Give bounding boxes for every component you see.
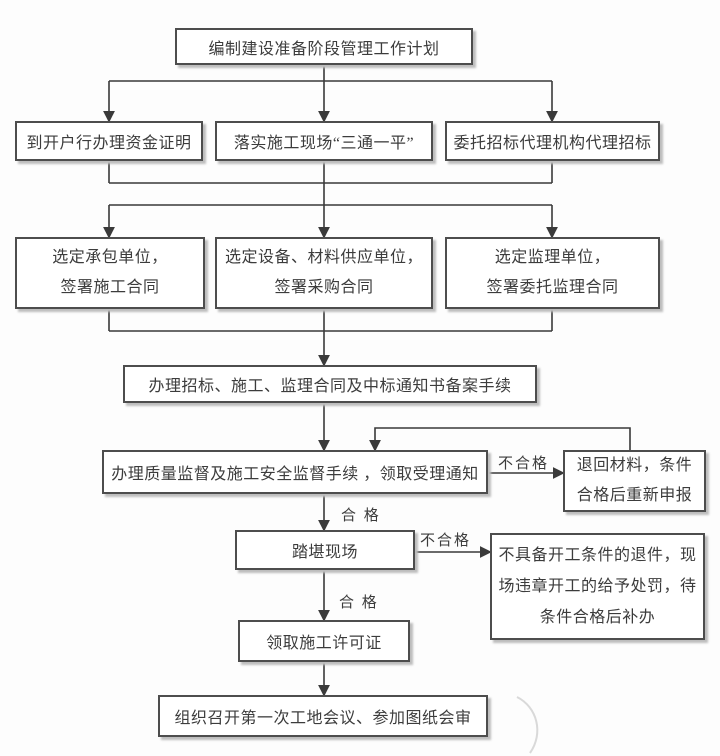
node-plan: 编制建设准备阶段管理工作计划	[175, 28, 473, 65]
node-contractor-line2: 签署施工合同	[60, 279, 160, 296]
edge-feedback-resubmit	[369, 427, 631, 452]
node-reject-penalty-line1: 不具备开工条件的退件，现	[498, 547, 697, 564]
node-permit-label: 领取施工许可证	[266, 635, 382, 652]
node-permit: 领取施工许可证	[238, 620, 410, 662]
node-quality-safety-label: 办理质量监督及施工安全监督手续 ，领取受理通知	[111, 466, 479, 483]
node-reject-penalty-line2: 场违章开工的给予处罚，待	[498, 578, 697, 595]
node-fund-cert: 到开户行办理资金证明	[15, 121, 203, 161]
merge-row3-to-filing	[108, 309, 553, 367]
node-first-meeting: 组织召开第一次工地会议、参加图纸会审	[158, 695, 488, 737]
node-first-meeting-label: 组织召开第一次工地会议、参加图纸会审	[174, 710, 472, 727]
node-supervisor: 选定监理单位， 签署委托监理合同	[445, 237, 660, 309]
node-contractor-line1: 选定承包单位，	[52, 249, 168, 266]
node-supplier-line1: 选定设备、材料供应单位，	[224, 249, 423, 266]
node-return-materials-line2: 合格后重新申报	[576, 487, 693, 504]
node-supplier: 选定设备、材料供应单位， 签署采购合同	[215, 237, 433, 309]
node-return-materials-line1: 退回材料，条件	[576, 457, 693, 474]
node-site-survey-label: 踏堪现场	[291, 544, 358, 561]
node-filing: 办理招标、施工、监理合同及中标通知书备案手续	[123, 365, 537, 403]
node-plan-label: 编制建设准备阶段管理工作计划	[208, 40, 440, 58]
node-reject-penalty-line3: 条件合格后补办	[539, 609, 656, 626]
node-filing-label: 办理招标、施工、监理合同及中标通知书备案手续	[148, 378, 512, 395]
node-supervisor-line2: 签署委托监理合同	[486, 279, 619, 296]
node-site-prep: 落实施工现场“三通一平”	[215, 121, 433, 161]
node-contractor: 选定承包单位， 签署施工合同	[15, 237, 205, 309]
node-supplier-line2: 签署采购合同	[274, 279, 374, 296]
node-reject-penalty: 不具备开工条件的退件，现 场违章开工的给予处罚，待 条件合格后补办	[490, 533, 705, 640]
node-quality-safety: 办理质量监督及施工安全监督手续 ，领取受理通知	[102, 450, 488, 494]
node-fund-cert-label: 到开户行办理资金证明	[26, 135, 192, 152]
node-site-prep-label: 落实施工现场“三通一平”	[233, 135, 415, 152]
node-supervisor-line1: 选定监理单位，	[494, 249, 611, 266]
watermark-arc	[516, 696, 539, 754]
branch-plan-to-row2	[103, 65, 558, 123]
node-bidding-agency-label: 委托招标代理机构代理招标	[453, 135, 652, 152]
edge-label-fail-1: 不合格	[498, 456, 550, 472]
node-site-survey: 踏堪现场	[235, 530, 415, 570]
merge-row2-branch-row3	[103, 161, 558, 239]
edge-label-fail-2: 不合格	[420, 533, 472, 549]
node-bidding-agency: 委托招标代理机构代理招标	[445, 121, 660, 161]
node-return-materials: 退回材料，条件 合格后重新申报	[563, 450, 706, 512]
edge-label-pass-2: 合 格	[339, 595, 379, 611]
edge-label-pass-1: 合 格	[341, 508, 381, 524]
